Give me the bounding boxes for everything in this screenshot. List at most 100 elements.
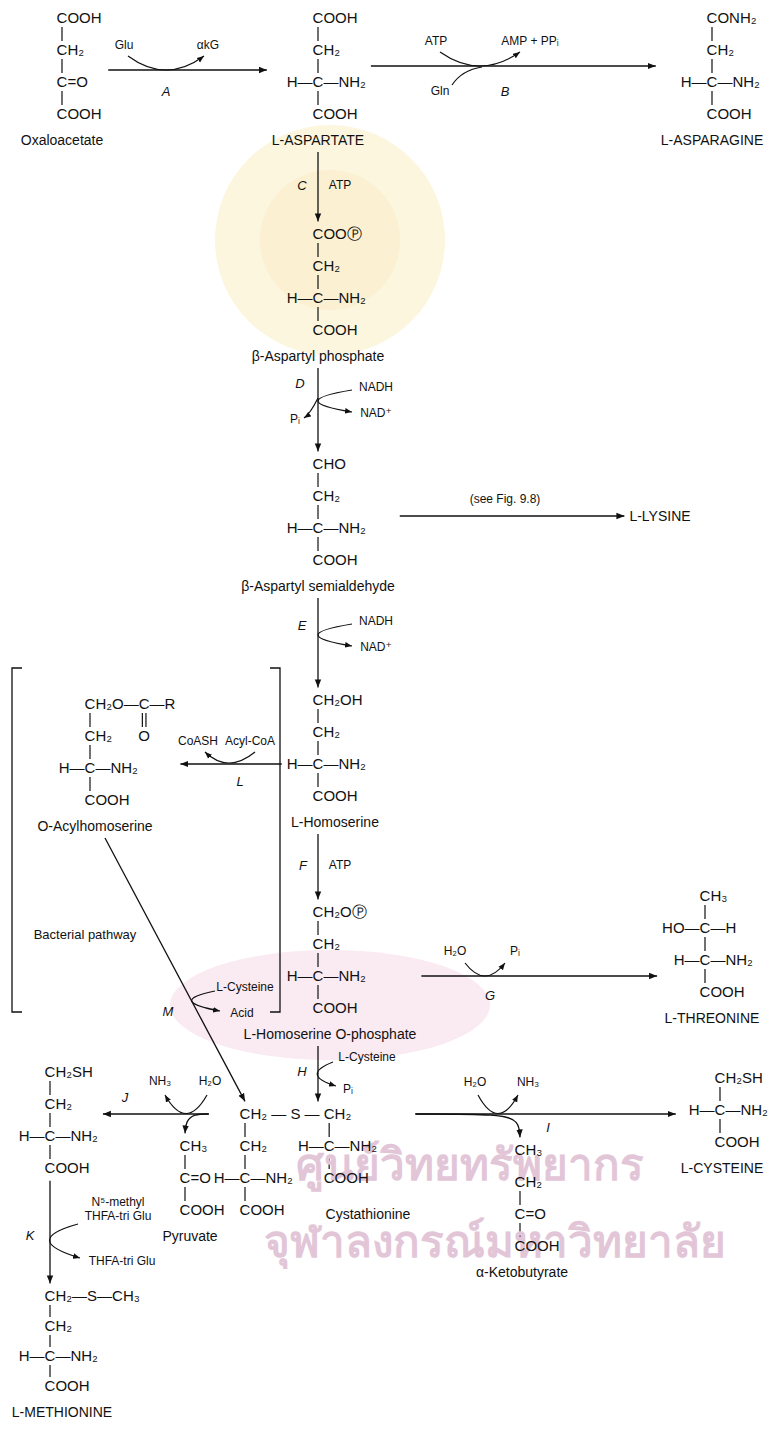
bond-line	[244, 1123, 245, 1137]
bond-line	[317, 709, 318, 723]
formula-line: CH₂—S—CH₃	[45, 1287, 140, 1304]
bond-line	[317, 91, 318, 105]
bond-line	[317, 307, 318, 321]
cofactor-arc	[304, 398, 318, 418]
cofactor-label: L-Cysteine	[216, 981, 273, 995]
formula-line: H—C—NH₂	[689, 1101, 768, 1118]
enzyme-letter: G	[485, 989, 495, 1004]
formula-line: COOH	[45, 1377, 90, 1394]
formula-line: CH₂	[707, 41, 735, 58]
compound-name: β-Aspartyl phosphate	[252, 348, 385, 364]
compound-name: L-LYSINE	[629, 508, 690, 524]
bond-group	[50, 27, 720, 1377]
formula-line: COOH	[313, 105, 358, 122]
bond-line	[704, 969, 705, 983]
cofactor-label: (see Fig. 9.8)	[470, 493, 541, 507]
compound-name: Cystathionine	[326, 1206, 411, 1222]
reaction-arrow	[105, 838, 245, 1101]
compound-name: L-ASPARTATE	[272, 132, 364, 148]
formula-line: H—C—NH₂	[19, 1127, 98, 1144]
cofactor-label: AMP + PPᵢ	[501, 35, 558, 49]
compound-name: L-CYSTEINE	[681, 1160, 763, 1176]
formula-line: CH₂	[57, 41, 85, 58]
bond-line	[317, 921, 318, 935]
bond-line	[329, 1123, 330, 1137]
compound-name: L-ASPARAGINE	[661, 132, 763, 148]
cofactor-label: ATP	[329, 179, 351, 193]
formula-line: CH₂OⓅ	[313, 903, 367, 920]
compound: CH₂ — S — CH₂CH₂H—C—NH₂H—C—NH₂COOHCOOHCy…	[212, 1104, 413, 1223]
bond-line	[317, 953, 318, 967]
formula-line: H—C—NH₂	[287, 967, 366, 984]
formula-line: CH₂	[313, 487, 341, 504]
compound-name: Oxaloacetate	[21, 132, 104, 148]
cofactor-label: NAD⁺	[360, 407, 392, 421]
formula-line: CH₂	[85, 727, 113, 744]
compound: CH₃HO—C—HH—C—NH₂COOHL-THREONINE	[660, 886, 761, 1027]
formula-line: C=O	[515, 1205, 546, 1222]
enzyme-letter: M	[163, 1005, 174, 1020]
cofactor-arc	[128, 56, 204, 70]
cofactor-arc	[465, 963, 505, 976]
bond-line	[711, 59, 712, 73]
cofactor-label: ATP	[425, 35, 447, 49]
bond-line	[317, 275, 318, 289]
formula-line: H—C—NH₂	[59, 759, 138, 776]
cofactor-label: Pᵢ	[343, 1083, 353, 1097]
reaction-arrow	[400, 515, 625, 516]
reaction-arrow	[180, 763, 281, 764]
bond-line	[704, 937, 705, 951]
formula-line: C=O	[180, 1169, 211, 1186]
reaction-arrow	[415, 1114, 520, 1137]
reaction-arrow	[421, 975, 657, 976]
formula-line: CH₃	[180, 1137, 208, 1154]
formula-line: COOH	[700, 983, 745, 1000]
cofactor-label: NAD⁺	[360, 641, 392, 655]
enzyme-letter: F	[299, 859, 307, 874]
compound: CH₂OHCH₂H—C—NH₂COOHL-Homoserine	[285, 690, 381, 831]
formula-line: H—C—NH₂	[287, 289, 366, 306]
formula-line: COOH	[180, 1201, 225, 1218]
watermark-emblem	[215, 125, 445, 355]
formula-line: H—C—NH₂	[287, 755, 366, 772]
compound: CONH₂CH₂H—C—NH₂COOHL-ASPARAGINE	[659, 8, 765, 149]
cofactor-label: CoASH	[178, 735, 218, 749]
reaction-arrow	[108, 69, 267, 70]
formula-line: C=O	[57, 73, 88, 90]
cofactor-arc	[165, 1095, 207, 1114]
enzyme-letter: B	[501, 85, 510, 100]
compound: CH₂SHH—C—NH₂COOHL-CYSTEINE	[679, 1068, 770, 1177]
bond-line	[317, 59, 318, 73]
reaction-arrow	[317, 152, 318, 221]
cofactor-label: Pᵢ	[290, 413, 300, 427]
bond-line	[49, 1335, 50, 1347]
bond-line	[704, 905, 705, 919]
enzyme-letter: C	[297, 179, 306, 194]
bond-line	[145, 713, 146, 727]
formula-line: CH₂SH	[45, 1063, 93, 1080]
bond-line	[711, 91, 712, 105]
cofactor-label: NADH	[359, 615, 393, 629]
formula-line: H—C—NH₂	[214, 1169, 293, 1186]
formula-line: CH₂ — S — CH₂	[240, 1105, 352, 1122]
bond-line	[317, 741, 318, 755]
bond-line	[719, 1087, 720, 1101]
bond-line	[49, 1365, 50, 1377]
enzyme-letter: L	[236, 775, 243, 790]
formula-line: CH₂	[313, 935, 341, 952]
formula-line: COOH	[313, 999, 358, 1016]
formula-line: H—C—NH₂	[681, 73, 760, 90]
bond-line	[317, 537, 318, 551]
formula-line: CH₂O—C—R	[85, 695, 176, 712]
cofactor-label: Acyl-CoA	[225, 735, 275, 749]
enzyme-letter: K	[26, 1229, 35, 1244]
reaction-arrow	[317, 834, 318, 899]
formula-line: CH₂	[45, 1317, 73, 1334]
cofactor-arc	[452, 67, 482, 85]
enzyme-letter: H	[297, 1065, 306, 1080]
bracket	[270, 668, 280, 1012]
bond-line	[184, 1155, 185, 1169]
formula-line: CH₂	[240, 1137, 268, 1154]
enzyme-letter: J	[122, 1091, 129, 1106]
formula-line: COOⓅ	[313, 225, 362, 242]
